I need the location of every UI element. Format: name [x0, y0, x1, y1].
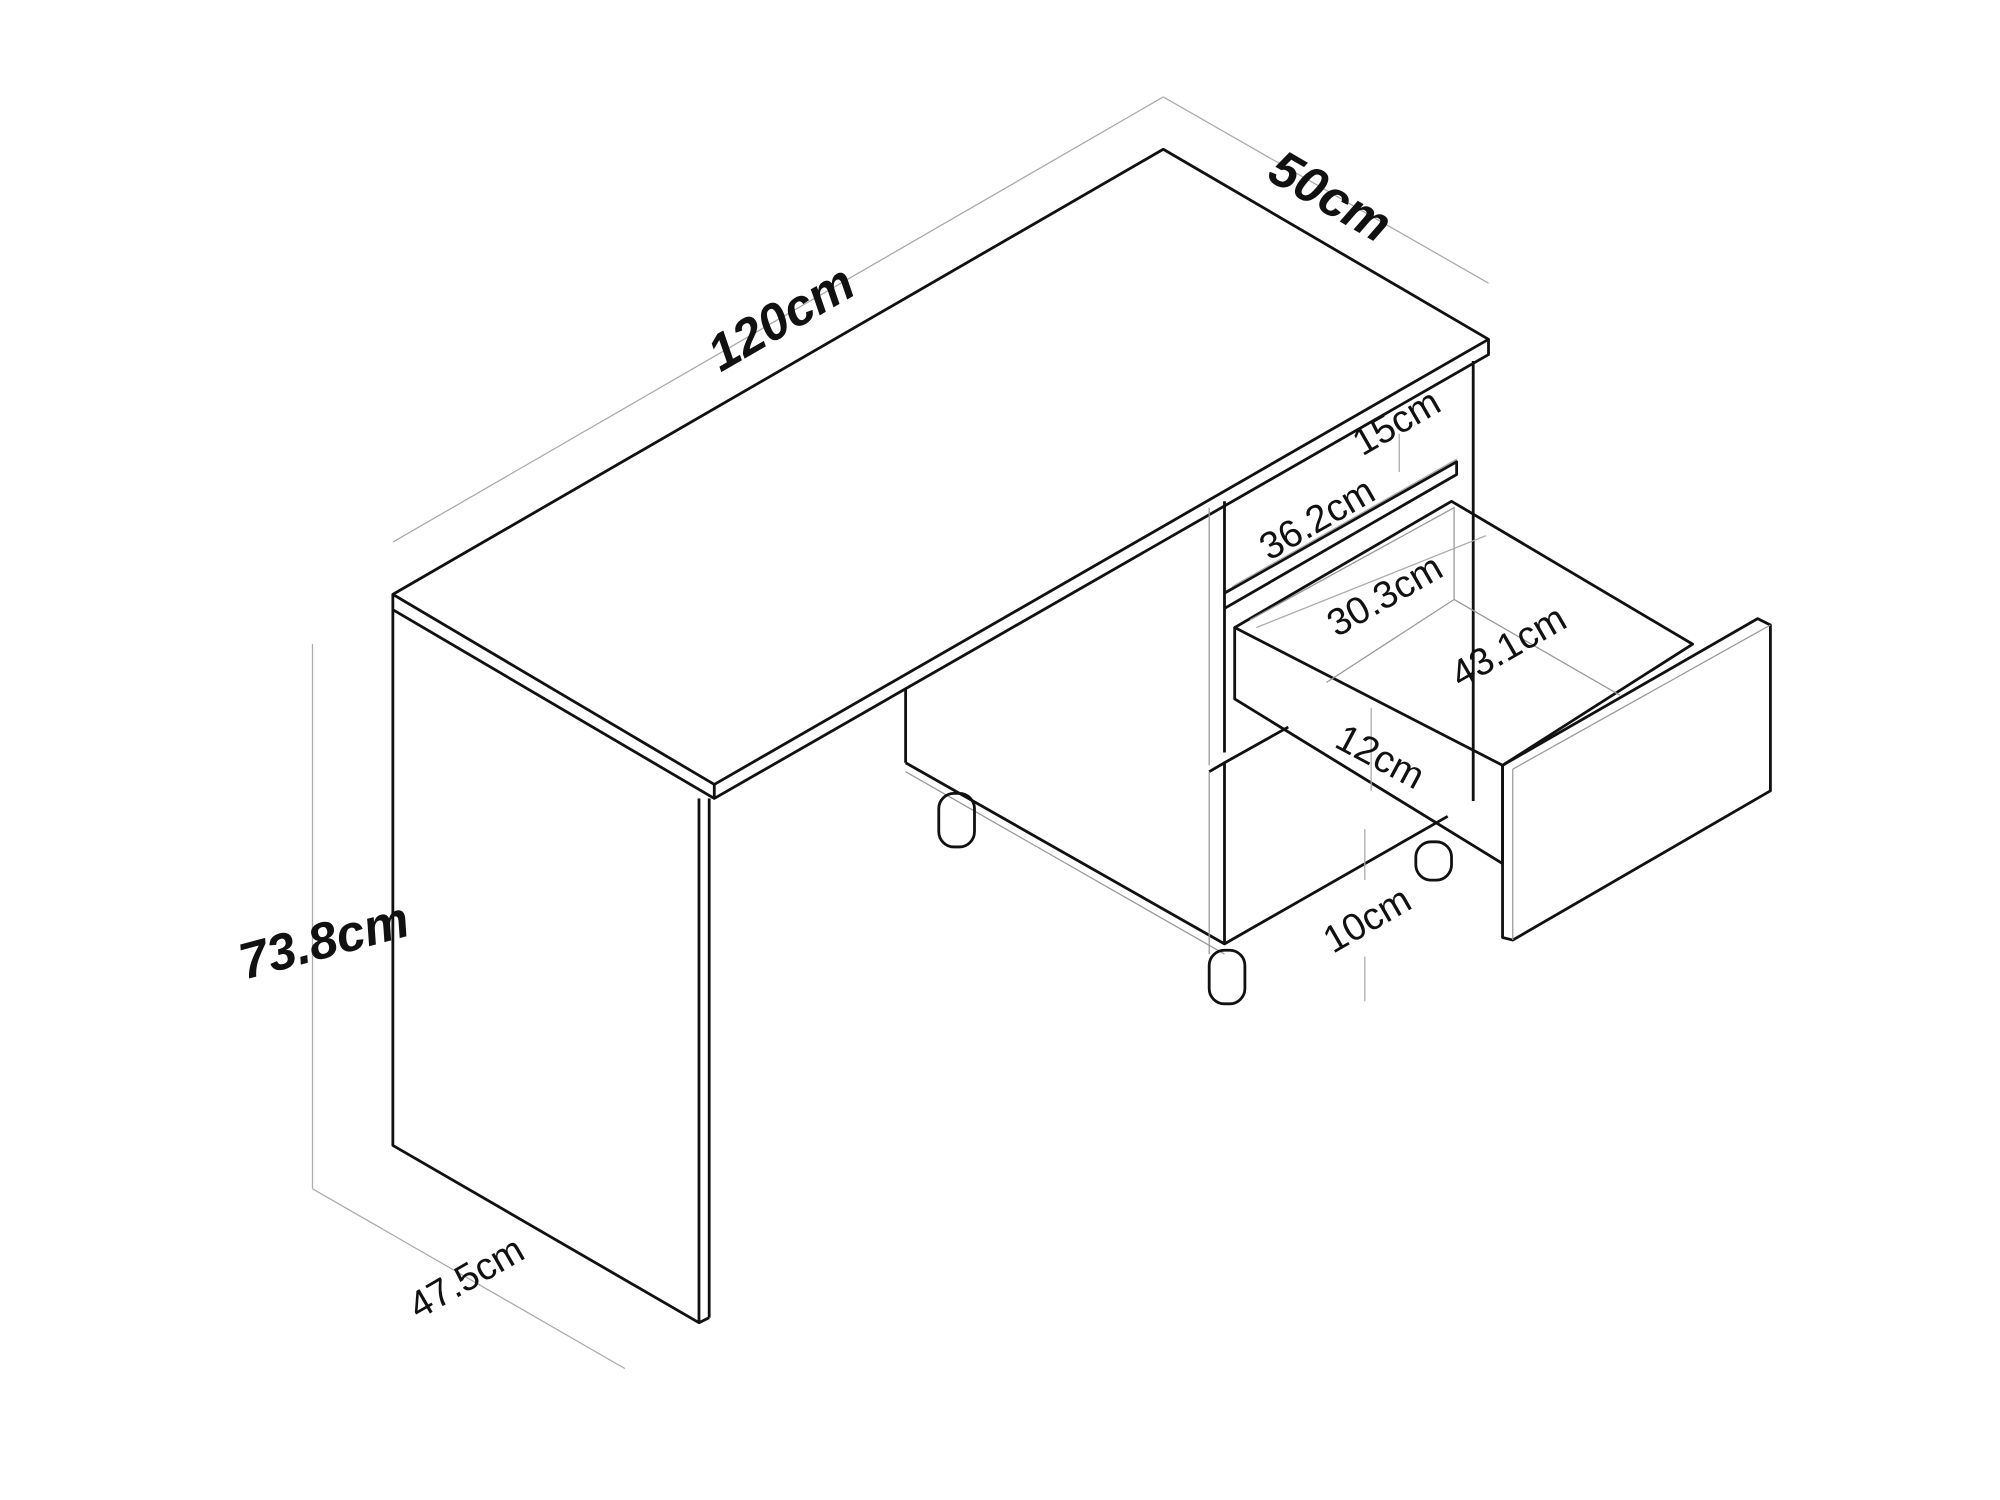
left-leg-panel	[391, 609, 711, 1325]
dimension-lines	[311, 96, 1489, 1370]
label-height: 73.8cm	[233, 890, 415, 990]
label-drawer-inner-width: 30.3cm	[1320, 546, 1450, 646]
cabinet-feet	[937, 791, 1453, 1006]
label-drawer-depth: 43.1cm	[1443, 597, 1573, 697]
open-drawer	[1233, 499, 1772, 942]
label-depth: 50cm	[1260, 139, 1402, 254]
label-floor-clearance: 10cm	[1316, 878, 1419, 962]
label-width: 120cm	[698, 253, 864, 382]
label-drawer-height: 12cm	[1329, 716, 1432, 798]
cabinet	[904, 360, 1475, 955]
desk-top	[391, 147, 1490, 800]
label-leg-depth: 47.5cm	[401, 1228, 531, 1328]
